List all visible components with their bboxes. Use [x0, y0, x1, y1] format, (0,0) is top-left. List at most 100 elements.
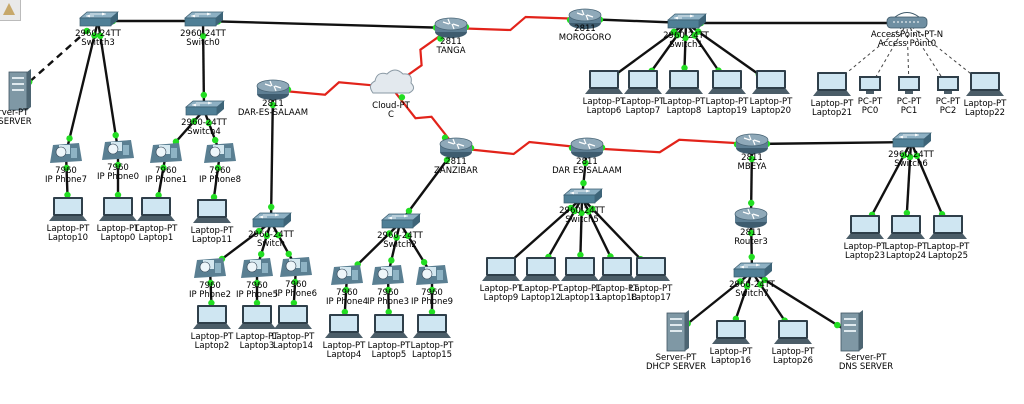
device-model: Laptop-PT	[367, 341, 411, 351]
device-model: 7960	[246, 281, 268, 291]
laptop1-laptop-icon[interactable]	[137, 197, 175, 221]
laptop25-laptop-icon[interactable]	[929, 215, 967, 239]
switch2-switch-icon[interactable]	[381, 213, 421, 229]
laptop6-laptop-icon[interactable]	[585, 70, 623, 94]
switch5-switch-icon[interactable]	[563, 188, 603, 204]
phone4-phone-icon[interactable]	[331, 265, 363, 285]
phone1-phone-icon[interactable]	[150, 143, 182, 163]
link-router_dar_mid-router_mbeya[interactable]	[586, 138, 753, 154]
device-model: Laptop-PT	[190, 226, 234, 236]
router-dar-left-router-icon[interactable]	[256, 79, 290, 100]
switch0-switch-icon[interactable]	[184, 11, 224, 27]
router-dar-mid-router-icon[interactable]	[570, 137, 604, 158]
phone0-phone-icon[interactable]	[102, 140, 134, 160]
switch1-switch-icon[interactable]	[667, 13, 707, 29]
laptop0-laptop-icon[interactable]	[99, 197, 137, 221]
device-model: 7960	[199, 281, 221, 291]
laptop11-laptop-icon[interactable]	[193, 199, 231, 223]
laptop7-laptop-icon[interactable]	[624, 70, 662, 94]
link-access_point-pc1[interactable]	[906, 22, 910, 88]
laptop20-laptop-icon[interactable]	[752, 70, 790, 94]
link-light	[91, 32, 98, 39]
laptop18-laptop-icon[interactable]	[598, 257, 636, 281]
phone7-phone-icon[interactable]	[50, 143, 82, 163]
device-model: Laptop-PT	[479, 284, 523, 294]
laptop23-laptop-icon[interactable]	[846, 215, 884, 239]
edit-tool-icon[interactable]	[0, 0, 21, 21]
link-switch3-phone0[interactable]	[96, 20, 120, 151]
link-router_dar_left-switch_mid[interactable]	[268, 89, 276, 223]
link-switch0-switch4[interactable]	[199, 20, 208, 111]
link-switch6-laptop24[interactable]	[903, 141, 914, 229]
laptop19-laptop-icon[interactable]	[708, 70, 746, 94]
phone-a-phone-icon[interactable]	[194, 258, 226, 278]
router-zanzibar-router-icon[interactable]	[439, 137, 473, 158]
link-switch0-router_tanga[interactable]	[202, 18, 452, 31]
link-router_zanzibar-switch2[interactable]	[399, 147, 457, 224]
link-switch2-phone9[interactable]	[398, 222, 434, 276]
laptop13-laptop-icon[interactable]	[561, 257, 599, 281]
link-router_mbeya-router3[interactable]	[748, 143, 755, 219]
switch7-switch-icon[interactable]	[733, 262, 773, 278]
switch-mid-switch-icon[interactable]	[252, 212, 292, 228]
link-switch7-server_dns[interactable]	[751, 270, 851, 335]
laptop22-laptop-icon[interactable]	[966, 72, 1004, 96]
laptop17-laptop-icon[interactable]	[632, 257, 670, 281]
laptop2-laptop-icon[interactable]	[193, 305, 231, 329]
laptop4-laptop-icon[interactable]	[325, 314, 363, 338]
phone6-phone-icon[interactable]	[280, 257, 312, 277]
link-access_point-laptop21[interactable]	[831, 22, 908, 86]
laptop24-laptop-icon[interactable]	[887, 215, 925, 239]
router-tanga-router-icon[interactable]	[434, 17, 468, 38]
link-light	[207, 279, 214, 287]
server-dhcp-server-icon[interactable]	[666, 310, 689, 352]
link-light	[398, 94, 406, 101]
laptop10-laptop-icon[interactable]	[49, 197, 87, 221]
link-access_point-laptop22[interactable]	[906, 22, 986, 86]
router-morogoro-router-icon[interactable]	[568, 8, 602, 29]
router3-router-icon[interactable]	[734, 207, 768, 228]
device-model: Laptop-PT	[96, 224, 140, 234]
link-router_zanzibar-router_dar_mid[interactable]	[455, 140, 588, 156]
device-name: Router3	[734, 237, 768, 247]
link-light	[268, 203, 275, 211]
switch4-switch-icon[interactable]	[185, 100, 225, 116]
laptop9-laptop-icon[interactable]	[482, 257, 520, 281]
pc2-pc-icon[interactable]	[937, 76, 959, 94]
pc1-pc-icon[interactable]	[898, 76, 920, 94]
laptop15-laptop-icon[interactable]	[413, 314, 451, 338]
switch6-switch-icon[interactable]	[892, 132, 932, 148]
switch3-switch-icon[interactable]	[79, 11, 119, 27]
pc0-pc-icon[interactable]	[859, 76, 881, 94]
link-light	[114, 191, 122, 199]
phone9-phone-icon[interactable]	[416, 265, 448, 285]
link-access_point-pc2[interactable]	[906, 22, 949, 88]
cloud-cloud-icon[interactable]	[369, 69, 415, 94]
laptop16-laptop-icon[interactable]	[712, 320, 750, 344]
access-point-ap-icon[interactable]	[886, 12, 928, 29]
laptop8-laptop-icon[interactable]	[665, 70, 703, 94]
server-dns-server-icon[interactable]	[840, 310, 863, 352]
laptop14-laptop-icon[interactable]	[274, 305, 312, 329]
link-router_mbeya-switch6[interactable]	[751, 138, 912, 148]
link-light	[258, 251, 265, 258]
phone8-phone-icon[interactable]	[204, 143, 236, 163]
laptop5-laptop-icon[interactable]	[370, 314, 408, 338]
phone-b-phone-icon[interactable]	[241, 258, 273, 278]
phone-c-phone-icon[interactable]	[372, 265, 404, 285]
link-switch3-phone7[interactable]	[64, 20, 100, 154]
laptop26-laptop-icon[interactable]	[774, 320, 812, 344]
router-mbeya-router-icon[interactable]	[735, 133, 769, 154]
link-switch1-access_point[interactable]	[686, 19, 907, 27]
laptop3-laptop-icon[interactable]	[238, 305, 276, 329]
laptop12-laptop-icon[interactable]	[522, 257, 560, 281]
laptop21-laptop-icon[interactable]	[813, 72, 851, 96]
link-cloud-router_zanzibar[interactable]	[390, 86, 457, 149]
server-web-server-icon[interactable]	[8, 69, 31, 111]
